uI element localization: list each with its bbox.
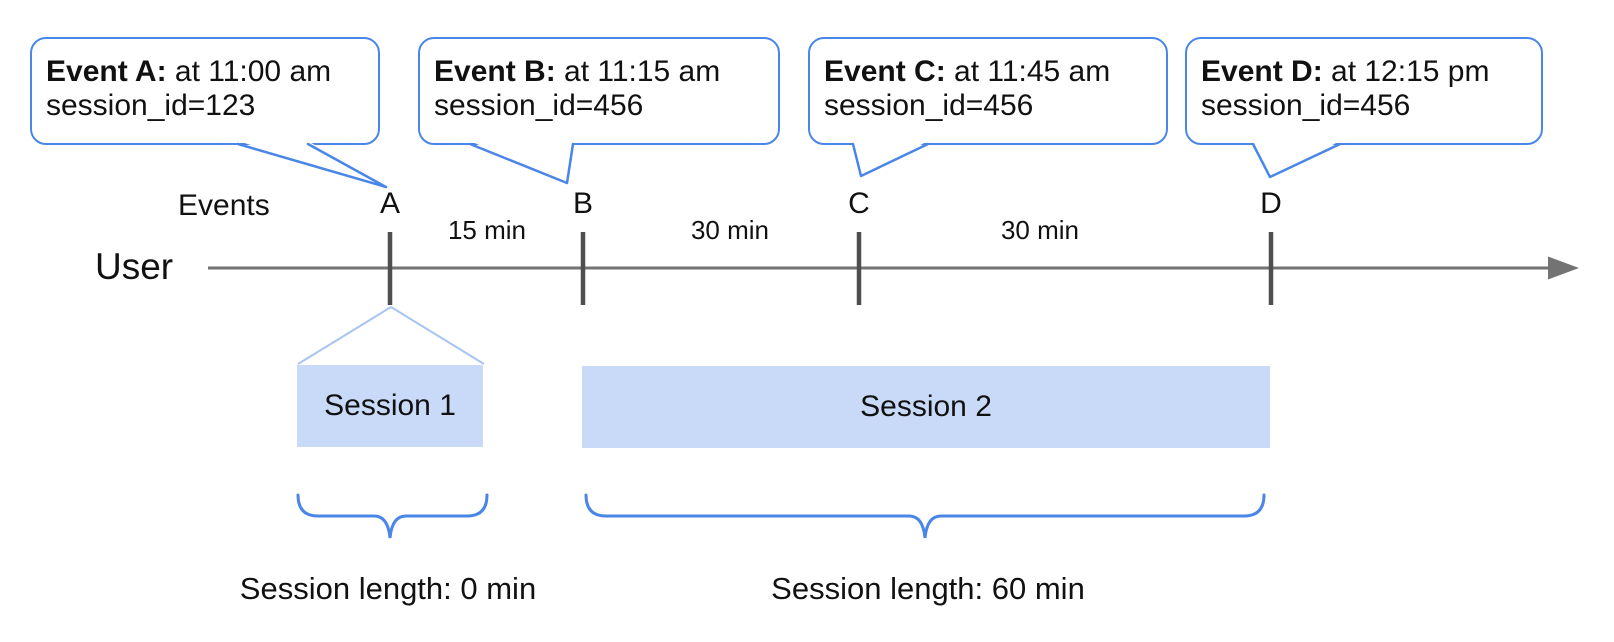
callout-bubble-event-d: Event D: at 12:15 pm session_id=456: [1185, 37, 1543, 145]
event-letter-a: A: [379, 187, 400, 220]
callout-title: Event D:: [1201, 55, 1323, 88]
callout-title: Event C:: [824, 55, 946, 88]
user-axis-label: User: [95, 246, 174, 287]
callout-title: Event B:: [434, 55, 556, 88]
callout-time: at 11:00 am: [166, 55, 332, 88]
session-2-length-label: Session length: 60 min: [771, 571, 1085, 606]
session-1-box: Session 1: [297, 365, 483, 447]
interval-label-c-d: 30 min: [1000, 215, 1080, 245]
callout-session-id: session_id=456: [824, 89, 1034, 122]
session-1-label: Session 1: [324, 389, 456, 422]
session-1-brace: [296, 493, 489, 539]
session-2-brace: [584, 493, 1266, 539]
session-1-connector-left: [297, 306, 392, 365]
timeline-arrowhead-icon: [1548, 256, 1579, 280]
session-1-length-label: Session length: 0 min: [239, 571, 537, 606]
event-letter-b: B: [572, 187, 593, 220]
callout-session-id: session_id=456: [434, 89, 644, 122]
session-1-connector-right: [390, 306, 485, 365]
callout-line-1: Event A: at 11:00 am: [46, 55, 378, 89]
callout-tail-a: [236, 141, 388, 189]
events-axis-label: Events: [178, 189, 270, 222]
callout-tail-d: [1251, 141, 1342, 179]
callout-session-id: session_id=123: [46, 89, 256, 122]
session-2-label: Session 2: [860, 390, 992, 423]
callout-bubble-event-a: Event A: at 11:00 am session_id=123: [30, 37, 380, 145]
callout-session-id: session_id=456: [1201, 89, 1411, 122]
callout-time: at 11:15 am: [555, 55, 721, 88]
callout-bubble-event-b: Event B: at 11:15 am session_id=456: [418, 37, 780, 145]
session-2-box: Session 2: [582, 366, 1270, 448]
callout-line-1: Event C: at 11:45 am: [824, 55, 1166, 89]
callout-title: Event A:: [46, 55, 167, 88]
callout-tail-c: [851, 141, 930, 178]
callout-time: at 11:45 am: [945, 55, 1111, 88]
event-letter-c: C: [848, 187, 870, 220]
event-letter-d: D: [1260, 187, 1282, 220]
interval-label-a-b: 15 min: [447, 215, 527, 245]
callout-tail-b: [468, 141, 575, 185]
callout-line-1: Event D: at 12:15 pm: [1201, 55, 1541, 89]
callout-time: at 12:15 pm: [1322, 55, 1490, 88]
callout-bubble-event-c: Event C: at 11:45 am session_id=456: [808, 37, 1168, 145]
callout-line-1: Event B: at 11:15 am: [434, 55, 778, 89]
interval-label-b-c: 30 min: [690, 215, 770, 245]
